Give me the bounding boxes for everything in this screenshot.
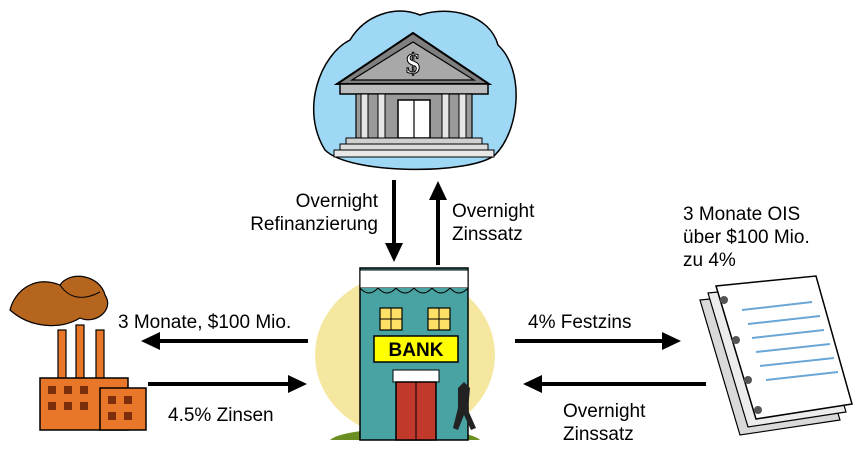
arrow-refinancing-down bbox=[385, 180, 403, 262]
central-bank-building-icon: $ bbox=[312, 10, 517, 171]
arrow-fixed-rate-to-contract bbox=[515, 332, 681, 350]
arrow-interest-to-bank bbox=[148, 375, 307, 393]
label-overnight-rate-top: Overnight Zinssatz bbox=[452, 201, 535, 245]
contract-documents-icon bbox=[699, 275, 853, 436]
commercial-bank-building-icon: BANK bbox=[315, 267, 495, 441]
arrow-overnight-to-bank bbox=[523, 375, 706, 393]
factory-icon bbox=[9, 275, 147, 431]
bank-sign-text: BANK bbox=[389, 340, 444, 361]
label-interest-from-company: 4.5% Zinsen bbox=[168, 405, 274, 426]
bank-sign bbox=[373, 335, 459, 363]
label-ois-contract: 3 Monate OIS über $100 Mio. zu 4% bbox=[683, 204, 810, 271]
label-overnight-rate-bottom: Overnight Zinssatz bbox=[563, 401, 646, 445]
svg-text:$: $ bbox=[406, 49, 420, 80]
label-loan-to-company: 3 Monate, $100 Mio. bbox=[118, 312, 292, 333]
label-overnight-refinancing: Overnight Refinanzierung bbox=[250, 191, 378, 235]
label-fixed-rate: 4% Festzins bbox=[528, 312, 632, 333]
arrow-loan-to-factory bbox=[141, 332, 308, 350]
arrow-rate-up bbox=[429, 181, 447, 265]
